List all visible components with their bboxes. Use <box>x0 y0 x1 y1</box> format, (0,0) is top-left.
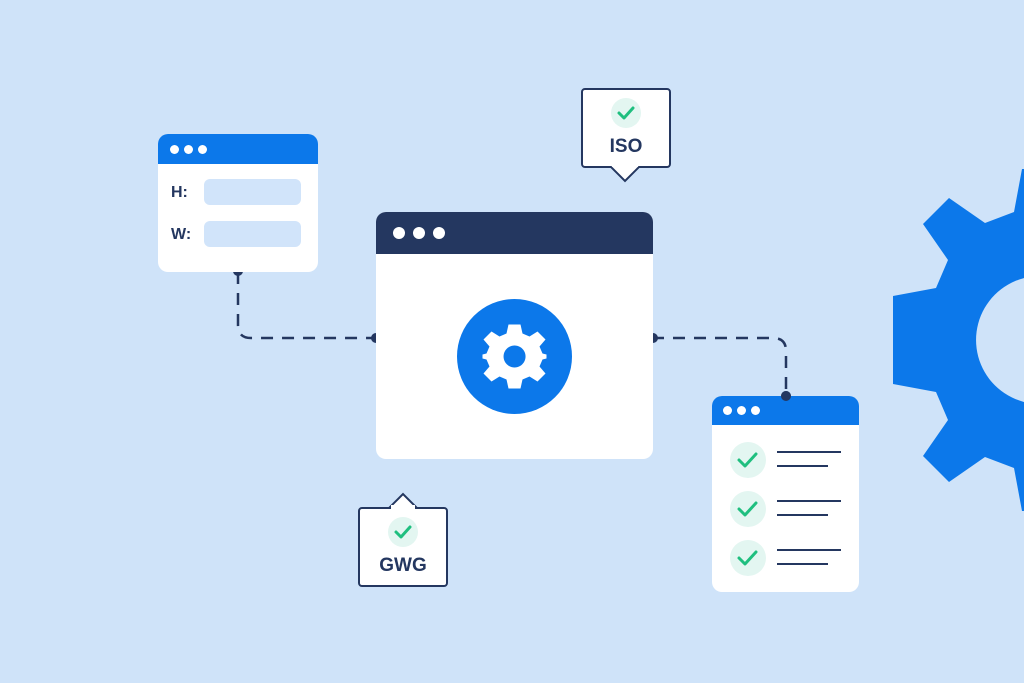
check-icon <box>737 550 758 566</box>
gwg-label: GWG <box>379 555 427 576</box>
text-line <box>777 465 828 467</box>
text-line <box>777 549 841 551</box>
window-dot <box>751 406 760 415</box>
gear-icon <box>482 324 547 389</box>
window-dot <box>413 227 425 239</box>
connector-endpoint <box>781 391 791 401</box>
text-line <box>777 514 828 516</box>
window-dot <box>723 406 732 415</box>
checklist-item <box>730 491 850 527</box>
window-dot <box>170 144 179 154</box>
iso-badge: ISO <box>581 88 671 168</box>
window-dot <box>737 406 746 415</box>
window-titlebar <box>376 212 653 254</box>
text-line <box>777 451 841 453</box>
height-label: H: <box>171 184 188 201</box>
checklist-item <box>730 442 850 478</box>
check-icon <box>737 452 758 468</box>
check-circle <box>388 517 418 547</box>
settings-button[interactable] <box>457 299 572 414</box>
check-circle <box>730 442 766 478</box>
window-dot <box>393 227 405 239</box>
window-titlebar <box>158 134 318 164</box>
window-dot <box>433 227 445 239</box>
gwg-badge: GWG <box>358 507 448 587</box>
window-dot <box>198 144 207 154</box>
dimension-window: H: W: <box>158 134 318 272</box>
check-icon <box>617 106 635 120</box>
check-circle <box>730 540 766 576</box>
text-line <box>777 563 828 565</box>
pointer-joint <box>391 505 415 509</box>
width-input[interactable] <box>204 221 301 247</box>
main-settings-window <box>376 212 653 459</box>
text-line <box>777 500 841 502</box>
window-dot <box>184 144 193 154</box>
check-icon <box>394 525 412 539</box>
iso-label: ISO <box>609 136 643 157</box>
checklist-window <box>712 396 859 592</box>
check-circle <box>730 491 766 527</box>
height-input[interactable] <box>204 179 301 205</box>
width-label: W: <box>171 226 192 243</box>
large-gear-icon <box>893 169 1024 511</box>
checklist-item <box>730 540 850 576</box>
iso-badge-pointer <box>610 166 640 183</box>
check-icon <box>737 501 758 517</box>
check-circle <box>611 98 641 128</box>
